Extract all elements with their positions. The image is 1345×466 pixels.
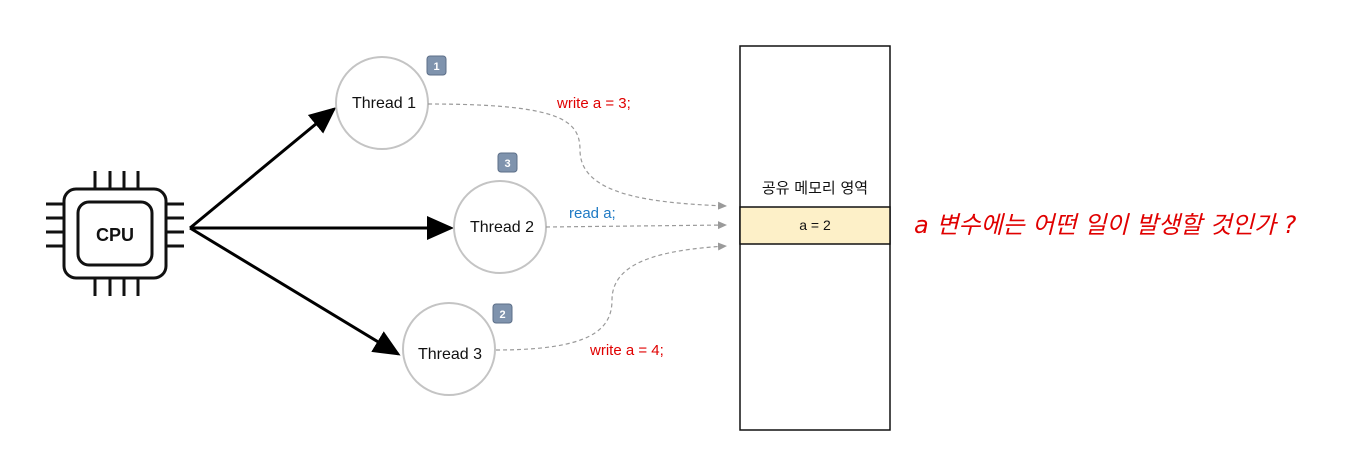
thread-2-label: Thread 2 xyxy=(470,219,534,236)
memory-cell-value: a = 2 xyxy=(799,217,831,233)
connector-thread-3 xyxy=(495,242,727,351)
question-text: a 변수에는 어떤 일이 발생할 것인가 ? xyxy=(914,211,1297,239)
thread-3-node: Thread 3 xyxy=(402,302,496,396)
thread-1-operation: write a = 3; xyxy=(556,95,631,112)
memory-connectors xyxy=(427,103,727,351)
order-badge-thread-2: 3 xyxy=(497,152,518,173)
shared-memory-block: 공유 메모리 영역 a = 2 xyxy=(739,45,891,431)
shared-memory-title: 공유 메모리 영역 xyxy=(762,179,868,197)
svg-text:2: 2 xyxy=(499,309,505,321)
thread-2-node: Thread 2 xyxy=(453,180,547,274)
memory-cell xyxy=(739,206,891,245)
svg-text:1: 1 xyxy=(433,61,439,73)
order-badge-thread-1: 1 xyxy=(426,55,447,76)
order-badge-thread-3: 2 xyxy=(492,303,513,324)
svg-text:3: 3 xyxy=(504,158,510,170)
thread-3-label: Thread 3 xyxy=(418,346,482,363)
arrow-to-thread-3 xyxy=(189,226,401,356)
connector-thread-2 xyxy=(545,221,727,230)
cpu-label: CPU xyxy=(96,225,134,245)
cpu-chip-icon: CPU xyxy=(46,171,184,296)
thread-3-operation: write a = 4; xyxy=(589,342,664,359)
cpu-thread-arrows xyxy=(189,107,454,356)
thread-2-operation: read a; xyxy=(569,205,616,222)
thread-1-label: Thread 1 xyxy=(352,95,416,112)
thread-1-node: Thread 1 xyxy=(335,56,429,150)
connector-thread-1 xyxy=(427,103,727,210)
arrow-to-thread-1 xyxy=(189,107,337,230)
